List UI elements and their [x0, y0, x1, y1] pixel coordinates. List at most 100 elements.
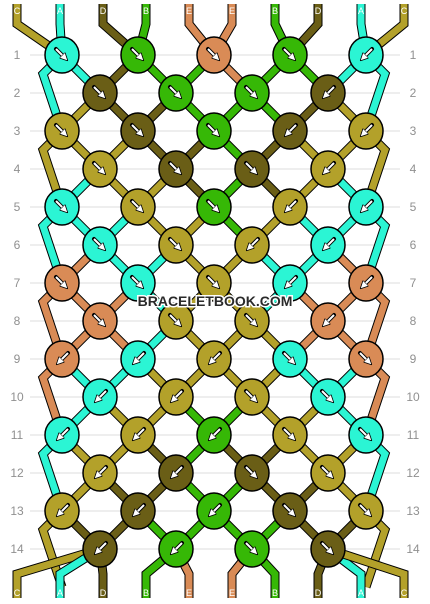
- knot: [82, 226, 118, 264]
- knot: [272, 416, 308, 454]
- arrow-down-right-icon: [245, 390, 255, 400]
- row-number-right: 7: [410, 276, 417, 290]
- knot: [272, 188, 308, 226]
- arrow-down-left-icon: [173, 390, 183, 400]
- strand-label: C: [14, 6, 21, 16]
- arrow-down-right-icon: [55, 124, 65, 134]
- arrow-down-right-icon: [245, 542, 255, 552]
- arrow-down-right-icon: [245, 466, 255, 476]
- arrow-down-right-icon: [283, 48, 293, 58]
- knot: [310, 302, 346, 340]
- arrow-down-right-icon: [321, 390, 331, 400]
- knot: [158, 454, 194, 492]
- knot: [234, 150, 270, 188]
- row-number-right: 1: [410, 48, 417, 62]
- strand-label: A: [57, 6, 63, 16]
- knot: [234, 302, 270, 340]
- knot: [44, 36, 80, 74]
- strand-label: B: [272, 6, 278, 16]
- row-number-right: 3: [410, 124, 417, 138]
- row-number-right: 2: [410, 86, 417, 100]
- knot: [272, 340, 308, 378]
- arrow-down-left-icon: [173, 542, 183, 552]
- arrow-down-right-icon: [169, 238, 179, 248]
- arrow-down-left-icon: [59, 504, 69, 514]
- row-number-right: 5: [410, 200, 417, 214]
- strand-label: E: [229, 588, 235, 598]
- knot: [196, 340, 232, 378]
- thread-end: [13, 545, 102, 598]
- arrow-down-right-icon: [131, 48, 141, 58]
- row-number-right: 11: [407, 428, 420, 442]
- row-number-right: 8: [410, 314, 417, 328]
- knot: [348, 112, 384, 150]
- knot: [348, 340, 384, 378]
- knot: [310, 378, 346, 416]
- arrow-down-left-icon: [363, 124, 373, 134]
- arrow-down-left-icon: [325, 238, 335, 248]
- arrow-down-right-icon: [169, 314, 179, 324]
- strand-label: B: [143, 588, 149, 598]
- knot: [272, 112, 308, 150]
- knot: [310, 530, 346, 568]
- knot: [196, 36, 232, 74]
- arrow-down-right-icon: [359, 504, 369, 514]
- knot: [234, 74, 270, 112]
- knot: [234, 454, 270, 492]
- arrow-down-left-icon: [249, 238, 259, 248]
- arrow-down-left-icon: [97, 542, 107, 552]
- knot: [82, 302, 118, 340]
- arrow-down-right-icon: [321, 466, 331, 476]
- row-number-left: 9: [14, 352, 21, 366]
- arrow-down-left-icon: [363, 276, 373, 286]
- knot: [272, 264, 308, 302]
- arrow-down-right-icon: [93, 314, 103, 324]
- row-number-left: 7: [14, 276, 21, 290]
- arrow-down-left-icon: [97, 466, 107, 476]
- arrow-down-left-icon: [363, 48, 373, 58]
- arrow-down-right-icon: [55, 48, 65, 58]
- arrow-down-left-icon: [325, 86, 335, 96]
- row-number-left: 6: [14, 238, 21, 252]
- strand-label: B: [143, 6, 149, 16]
- strand-label: B: [272, 588, 278, 598]
- knot: [158, 150, 194, 188]
- knot: [158, 378, 194, 416]
- arrow-down-left-icon: [135, 504, 145, 514]
- knot: [120, 264, 156, 302]
- row-number-right: 9: [410, 352, 417, 366]
- knot: [272, 492, 308, 530]
- knot: [348, 416, 384, 454]
- arrow-down-right-icon: [93, 238, 103, 248]
- row-number-right: 4: [410, 162, 417, 176]
- row-number-left: 4: [14, 162, 21, 176]
- arrow-down-left-icon: [135, 428, 145, 438]
- strand-label: D: [315, 6, 322, 16]
- row-number-left: 11: [11, 428, 24, 442]
- row-number-left: 8: [14, 314, 21, 328]
- arrow-down-left-icon: [173, 466, 183, 476]
- row-number-right: 12: [406, 466, 420, 480]
- arrow-down-right-icon: [55, 276, 65, 286]
- knot: [44, 264, 80, 302]
- knot: [120, 416, 156, 454]
- arrow-down-right-icon: [283, 352, 293, 362]
- knot: [196, 416, 232, 454]
- arrow-down-right-icon: [207, 200, 217, 210]
- arrow-down-left-icon: [97, 390, 107, 400]
- knot: [158, 530, 194, 568]
- strand-label: E: [186, 588, 192, 598]
- row-number-left: 1: [14, 48, 21, 62]
- arrow-down-right-icon: [245, 86, 255, 96]
- strand-label: C: [14, 588, 21, 598]
- arrow-down-right-icon: [245, 162, 255, 172]
- row-number-left: 10: [10, 390, 24, 404]
- thread-end: [13, 4, 64, 58]
- knot: [234, 530, 270, 568]
- knot: [196, 492, 232, 530]
- knot: [82, 378, 118, 416]
- arrow-down-left-icon: [59, 352, 69, 362]
